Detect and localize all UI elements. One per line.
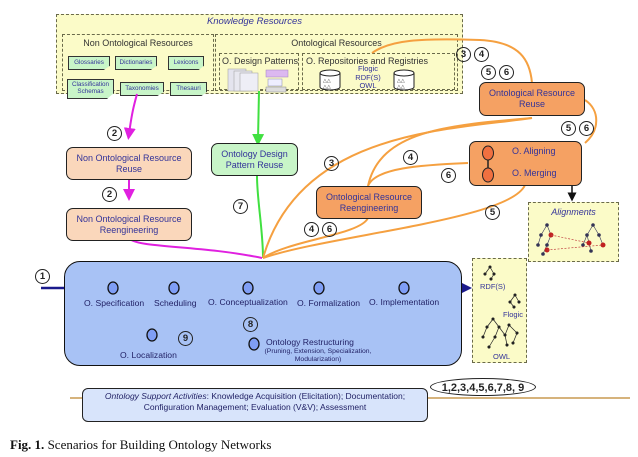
ontological-resources-title: Ontological Resources	[291, 38, 382, 48]
node-conceptualization	[242, 281, 254, 295]
figure-caption: Fig. 1. Scenarios for Building Ontology …	[10, 437, 271, 453]
svg-text:△△: △△	[397, 78, 405, 84]
repository-languages: Flogic RDF(S) OWL	[348, 64, 388, 91]
support-text-line2: Configuration Management; Evaluation (V&…	[143, 402, 367, 413]
rdfs-tree-icon	[483, 265, 496, 281]
flow-non-ontological-to-reuse	[123, 93, 138, 140]
scenario-8-badge: 8	[243, 317, 258, 332]
non-ontological-resource-reengineering: Non Ontological Resource Reengineering	[66, 208, 192, 241]
resource-glossaries: Glossaries	[68, 56, 110, 70]
activity-restructuring: Ontology Restructuring	[266, 337, 354, 347]
scenario-6-badge: 6	[579, 121, 594, 136]
language-flogic: Flogic	[357, 64, 378, 73]
scenario-4-badge: 4	[474, 47, 489, 62]
activity-formalization: O. Formalization	[297, 298, 361, 308]
scenario-5-badge: 5	[485, 205, 500, 220]
aligning-merging-nodes-icon	[482, 145, 494, 183]
aligning-label: O. Aligning	[512, 146, 556, 156]
repositories-title: O. Repositories and Registries	[306, 56, 429, 66]
ontological-resource-reengineering: Ontological Resource Reengineering	[316, 186, 422, 219]
flow-ont-reuse-to-aligning	[584, 99, 598, 144]
scenario-5-badge: 5	[561, 121, 576, 136]
node-scheduling	[168, 281, 180, 295]
resource-taxonomies: Taxonomies	[120, 82, 164, 96]
scenario-4-badge: 4	[304, 222, 319, 237]
alignments-box: Alignments	[528, 202, 619, 262]
node-implementation	[398, 281, 410, 295]
flogic-tree-icon	[508, 293, 521, 309]
node-specification	[107, 281, 119, 295]
design-patterns-title: O. Design Patterns	[222, 56, 299, 66]
activity-localization: O. Localization	[120, 350, 177, 360]
language-rdfs: RDF(S)	[355, 72, 381, 82]
scenario-6-badge: 6	[441, 168, 456, 183]
scenario-2-badge: 2	[107, 126, 122, 141]
scenario-3-badge: 3	[324, 156, 339, 171]
aligning-merging-box: O. Aligning O. Merging	[469, 141, 582, 186]
owl-tree-icon	[481, 317, 519, 349]
support-activities-box: Ontology Support Activities: Knowledge A…	[82, 388, 428, 422]
ontological-resource-reuse: Ontological Resource Reuse	[479, 82, 585, 116]
support-label: Ontology Support Activities	[104, 391, 207, 401]
resource-classification-schemas: Classification Schemas	[67, 79, 114, 99]
caption-text: Scenarios for Building Ontology Networks	[44, 437, 272, 452]
knowledge-resources-title: Knowledge Resources	[206, 16, 302, 27]
flow-design-patterns-to-reuse	[252, 90, 265, 146]
restructuring-detail: (Pruning, Extension, Specialization, Mod…	[264, 348, 372, 364]
activity-conceptualization: O. Conceptualization	[208, 297, 288, 307]
ontology-development-process	[64, 261, 462, 366]
svg-text:△△: △△	[323, 78, 331, 84]
resource-thesauri: Thesauri	[170, 82, 207, 96]
activity-implementation: O. Implementation	[369, 297, 440, 307]
non-ontological-resource-reuse: Non Ontological Resource Reuse	[66, 147, 192, 180]
ontology-design-pattern-reuse: Ontology Design Pattern Reuse	[211, 143, 298, 176]
alignments-title: Alignments	[551, 207, 596, 217]
all-scenarios-badge: 1,2,3,4,5,6,7,8, 9	[430, 378, 536, 396]
lang-flogic: Flogic	[503, 310, 524, 319]
flow-ont-reuse-to-main	[262, 117, 533, 259]
svg-text:△△: △△	[323, 84, 331, 90]
activity-scheduling: Scheduling	[154, 298, 197, 308]
caption-prefix: Fig. 1.	[10, 437, 45, 452]
flow-merging-to-main	[262, 184, 526, 259]
scenario-3-badge: 3	[456, 47, 471, 62]
repository-database-icon: △△ △△	[393, 69, 415, 91]
resource-lexicons: Lexicons	[168, 56, 204, 70]
design-patterns-box: O. Design Patterns	[219, 53, 299, 93]
scenario-1-badge: 1	[35, 269, 50, 284]
merging-label: O. Merging	[512, 168, 557, 178]
lang-rdfs: RDF(S)	[480, 282, 506, 291]
ontology-languages-box: RDF(S) Flogic OWL	[472, 258, 527, 363]
node-localization	[146, 328, 158, 342]
node-formalization	[313, 281, 325, 295]
scenario-4-badge: 4	[403, 150, 418, 165]
scenario-7-badge: 7	[233, 199, 248, 214]
activity-specification: O. Specification	[84, 298, 145, 308]
support-text-line1: : Knowledge Acquisition (Elicitation); D…	[206, 391, 406, 401]
flow-odp-reuse-to-main	[256, 175, 264, 259]
language-owl: OWL	[359, 81, 377, 91]
flow-ont-reuse-to-reeng	[367, 117, 533, 187]
scenario-6-badge: 6	[322, 222, 337, 237]
flow-aligning-to-reeng	[367, 162, 469, 187]
resource-dictionaries: Dictionaries	[115, 56, 157, 70]
scenario-5-badge: 5	[481, 65, 496, 80]
alignments-trees-icon	[536, 223, 606, 256]
non-ontological-resources-title: Non Ontological Resources	[83, 38, 193, 48]
svg-text:△△: △△	[397, 84, 405, 90]
lang-owl: OWL	[493, 352, 511, 361]
scenario-6-badge: 6	[499, 65, 514, 80]
node-restructuring	[248, 337, 260, 351]
flow-repositories-to-ont-reuse	[371, 38, 533, 84]
scenario-2-badge: 2	[102, 187, 117, 202]
repository-database-icon: △△ △△	[319, 69, 341, 91]
design-pattern-documents-icon	[227, 68, 289, 93]
scenario-9-badge: 9	[178, 331, 193, 346]
flow-reeng-to-main	[262, 217, 369, 259]
